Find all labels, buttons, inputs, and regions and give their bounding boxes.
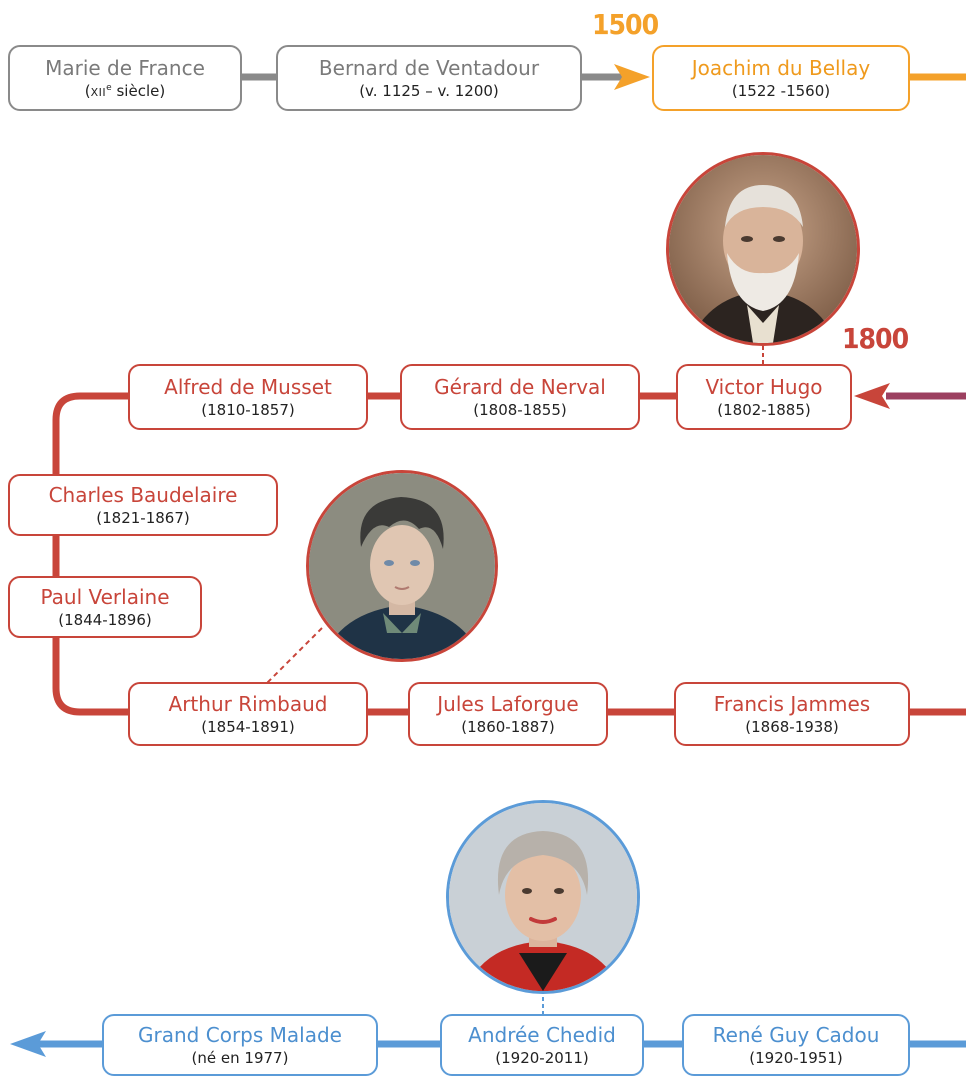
dash-rimbaud bbox=[265, 627, 323, 685]
connector-left-loop bbox=[52, 392, 130, 716]
poet-dates: (1810-1857) bbox=[201, 401, 295, 419]
poet-card-charles-baudelaire[interactable]: Charles Baudelaire (1821-1867) bbox=[8, 474, 278, 536]
poet-name: Joachim du Bellay bbox=[691, 56, 871, 80]
portrait-arthur-rimbaud bbox=[306, 470, 498, 662]
poet-name: Gérard de Nerval bbox=[434, 375, 606, 399]
poet-name: Grand Corps Malade bbox=[138, 1023, 342, 1047]
century-marker-1500: 1500 bbox=[592, 8, 659, 41]
poet-name: Alfred de Musset bbox=[164, 375, 332, 399]
poet-dates: (1522 -1560) bbox=[731, 82, 831, 100]
poet-card-grand-corps-malade[interactable]: Grand Corps Malade (né en 1977) bbox=[102, 1014, 378, 1076]
arrow-to-joachim bbox=[614, 64, 650, 90]
poet-dates: (1920-2011) bbox=[495, 1049, 589, 1067]
poet-dates: (1860-1887) bbox=[461, 718, 555, 736]
poet-card-bernard-de-ventadour[interactable]: Bernard de Ventadour (v. 1125 – v. 1200) bbox=[276, 45, 582, 111]
poet-card-marie-de-france[interactable]: Marie de France (XIIe siècle) bbox=[8, 45, 242, 111]
poet-card-alfred-de-musset[interactable]: Alfred de Musset (1810-1857) bbox=[128, 364, 368, 430]
arrow-to-hugo bbox=[854, 383, 890, 409]
poet-dates: (né en 1977) bbox=[191, 1049, 289, 1067]
poet-dates: (1854-1891) bbox=[201, 718, 295, 736]
poet-name: Andrée Chedid bbox=[468, 1023, 616, 1047]
poet-card-francis-jammes[interactable]: Francis Jammes (1868-1938) bbox=[674, 682, 910, 746]
poet-dates: (1802-1885) bbox=[717, 401, 811, 419]
poet-card-rene-guy-cadou[interactable]: René Guy Cadou (1920-1951) bbox=[682, 1014, 910, 1076]
poet-dates: (1821-1867) bbox=[96, 509, 190, 527]
poet-card-joachim-du-bellay[interactable]: Joachim du Bellay (1522 -1560) bbox=[652, 45, 910, 111]
poet-card-andree-chedid[interactable]: Andrée Chedid (1920-2011) bbox=[440, 1014, 644, 1076]
poet-dates: (1920-1951) bbox=[749, 1049, 843, 1067]
arrow-out-left bbox=[10, 1031, 46, 1057]
poet-name: Marie de France bbox=[45, 56, 205, 80]
poet-name: Arthur Rimbaud bbox=[168, 692, 328, 716]
poet-name: Charles Baudelaire bbox=[48, 483, 238, 507]
poet-dates: (v. 1125 – v. 1200) bbox=[359, 82, 499, 100]
poet-name: Paul Verlaine bbox=[40, 585, 170, 609]
poet-name: Jules Laforgue bbox=[437, 692, 579, 716]
poet-name: Francis Jammes bbox=[713, 692, 871, 716]
poet-card-jules-laforgue[interactable]: Jules Laforgue (1860-1887) bbox=[408, 682, 608, 746]
poet-card-paul-verlaine[interactable]: Paul Verlaine (1844-1896) bbox=[8, 576, 202, 638]
poet-dates: (1808-1855) bbox=[473, 401, 567, 419]
portrait-victor-hugo bbox=[666, 152, 860, 346]
poet-card-gerard-de-nerval[interactable]: Gérard de Nerval (1808-1855) bbox=[400, 364, 640, 430]
poet-name: René Guy Cadou bbox=[712, 1023, 880, 1047]
poet-dates: (1844-1896) bbox=[58, 611, 152, 629]
portrait-andree-chedid bbox=[446, 800, 640, 994]
poet-dates: (1868-1938) bbox=[745, 718, 839, 736]
poet-name: Victor Hugo bbox=[705, 375, 823, 399]
poet-card-arthur-rimbaud[interactable]: Arthur Rimbaud (1854-1891) bbox=[128, 682, 368, 746]
century-marker-1800: 1800 bbox=[842, 322, 909, 355]
poet-name: Bernard de Ventadour bbox=[318, 56, 540, 80]
poet-dates: (XIIe siècle) bbox=[84, 82, 166, 100]
poet-card-victor-hugo[interactable]: Victor Hugo (1802-1885) bbox=[676, 364, 852, 430]
